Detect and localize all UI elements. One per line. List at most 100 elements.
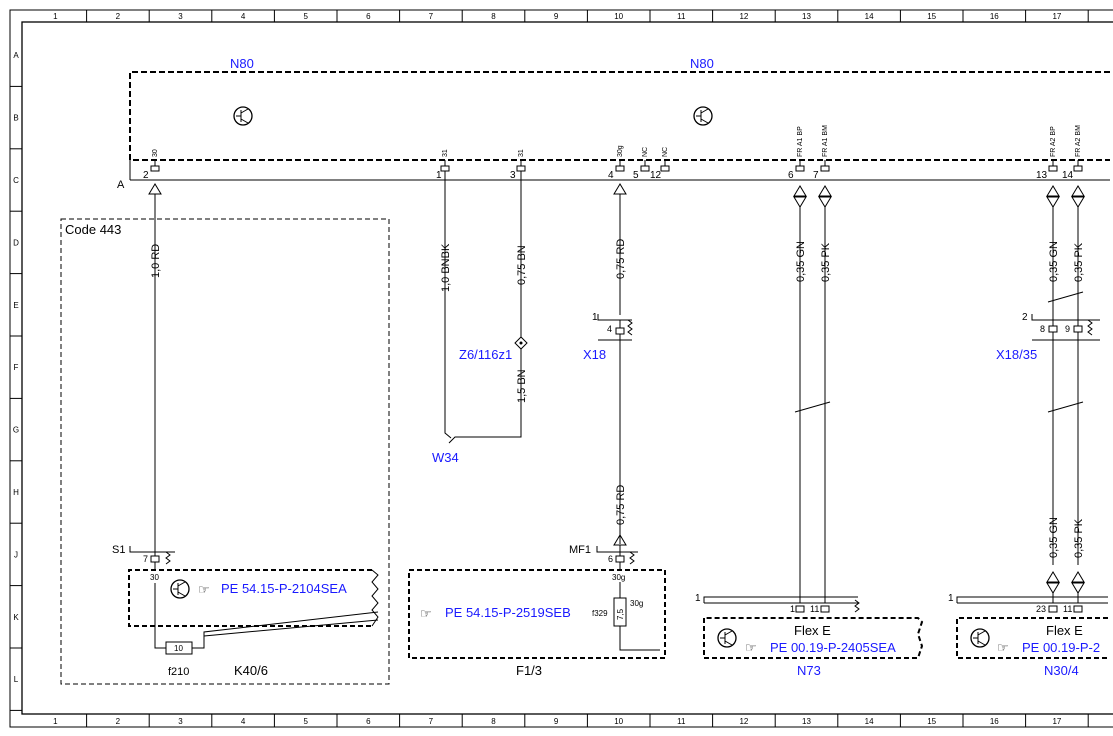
- pin-number: 13: [1036, 170, 1048, 181]
- grid-row-label: J: [14, 550, 18, 559]
- n73-ref: PE 00.19-P-2405SEA: [770, 640, 896, 655]
- wire-label-035pk-a: 0,35 PK: [820, 242, 832, 282]
- grid-col-label: 4: [241, 12, 246, 21]
- pin-number: 7: [813, 170, 819, 181]
- ecu-symbol-icon: [170, 579, 190, 599]
- x18-connector: [597, 314, 632, 341]
- k40-label: K40/6: [234, 663, 268, 678]
- pin-fr-a2-bm-label: FR A2 BM: [1075, 125, 1082, 157]
- k40-box: [128, 569, 372, 627]
- mf1-pin-30g-b: 30g: [630, 599, 643, 608]
- pointing-hand-icon: ☞: [745, 640, 757, 655]
- s1-label: S1: [112, 544, 125, 556]
- grid-row-label: F: [14, 363, 19, 372]
- grid-col-label: 5: [303, 12, 308, 21]
- n73-pin-1: 1: [790, 604, 795, 614]
- k40-ref: PE 54.15-P-2104SEA: [221, 581, 347, 596]
- pin-number: 5: [633, 170, 639, 181]
- ecu-symbol-icon: [233, 106, 253, 126]
- bidirectional-arrow-icon: [1071, 185, 1085, 208]
- grid-col-label: 12: [739, 717, 748, 726]
- grid-col-label: 1: [53, 717, 58, 726]
- wire-label-10bnbk: 1,0 BNBK: [440, 243, 452, 292]
- n30-pin-23: 23: [1036, 604, 1046, 614]
- wire-label-10rd: 1,0 RD: [150, 244, 162, 278]
- n30-pin-1-outer: 1: [948, 593, 954, 604]
- z6-label: Z6/116z1: [459, 347, 512, 362]
- n30-ref: PE 00.19-P-2: [1022, 640, 1100, 655]
- wire-label-035pk-b: 0,35 PK: [1073, 242, 1085, 282]
- n30-4-box: [956, 617, 1108, 659]
- wire-label-035pk-c: 0,35 PK: [1073, 518, 1085, 558]
- pointing-hand-icon: ☞: [198, 582, 210, 597]
- fuse-10-label: 10: [174, 644, 183, 653]
- grid-col-label: 8: [491, 717, 496, 726]
- n73-pin-1-outer: 1: [695, 593, 701, 604]
- pointing-hand-icon: ☞: [997, 640, 1009, 655]
- grid-row-label: L: [14, 675, 19, 684]
- twisted-pair-icon: [1047, 401, 1084, 413]
- grid-row-label: H: [13, 488, 19, 497]
- n73-label: N73: [797, 663, 821, 678]
- n80-label-right: N80: [690, 56, 714, 71]
- fuse-75-label: 7,5: [616, 608, 625, 620]
- grid-col-label: 8: [491, 12, 496, 21]
- connector-a-label: A: [117, 179, 125, 191]
- pin-30-label: 30: [152, 149, 159, 157]
- x18-pin-1: 1: [592, 312, 598, 323]
- resistor-zigzag-icon: [629, 551, 635, 565]
- x18-35-connector: [1031, 314, 1100, 341]
- pin-number: 4: [608, 170, 614, 181]
- mf1-label: MF1: [569, 544, 591, 556]
- grid-col-label: 14: [865, 717, 874, 726]
- resistor-zigzag-icon: [854, 599, 860, 613]
- grid-col-label: 15: [927, 717, 936, 726]
- bidirectional-arrow-icon: [818, 185, 832, 208]
- wire-15bn: [448, 349, 522, 444]
- ecu-symbol-icon: [717, 628, 737, 648]
- x18-pin-4: 4: [607, 324, 612, 334]
- pin-number: 14: [1062, 170, 1074, 181]
- arrow-up-icon: [148, 183, 162, 195]
- n73-connector: [703, 596, 858, 613]
- grid-col-label: 16: [990, 717, 999, 726]
- pointing-hand-icon: ☞: [420, 606, 432, 621]
- pin-number: 2: [143, 170, 149, 181]
- resistor-zigzag-icon: [627, 319, 633, 336]
- grid-col-label: 13: [802, 717, 811, 726]
- mf1-connector: [596, 545, 638, 570]
- n30-4-connector: [956, 596, 1108, 613]
- pin-fr-a2-bp-label: FR A2 BP: [1050, 126, 1057, 157]
- x18-label: X18: [583, 347, 606, 362]
- n80-label-left: N80: [230, 56, 254, 71]
- grid-col-label: 2: [116, 717, 121, 726]
- k40-box-edge: [371, 569, 379, 627]
- grid-col-label: 6: [366, 12, 371, 21]
- inner-frame: [21, 21, 1113, 715]
- grid-row-label: C: [13, 176, 19, 185]
- f1-3-label: F1/3: [516, 663, 542, 678]
- pin-number: 3: [510, 170, 516, 181]
- f1-3-box: [408, 569, 666, 659]
- grid-row-label: D: [13, 238, 19, 247]
- grid-row-label: B: [13, 114, 18, 123]
- bidirectional-arrow-icon: [793, 185, 807, 208]
- wire-label-035gn-c: 0,35 GN: [1048, 517, 1060, 558]
- grid-row-label: K: [13, 613, 19, 622]
- grid-col-label: 7: [429, 12, 434, 21]
- w34-label: W34: [432, 450, 459, 465]
- wire-label-075bn: 0,75 BN: [516, 245, 528, 285]
- wire-10bnbk: [444, 171, 452, 439]
- grid-col-label: 10: [614, 717, 623, 726]
- grid-col-label: 9: [554, 12, 559, 21]
- grid-col-label: 9: [554, 717, 559, 726]
- f210-label: f210: [168, 666, 189, 678]
- bidirectional-arrow-icon: [1071, 571, 1085, 594]
- f329-label: f329: [592, 609, 608, 618]
- pin-fr-a1-bp-label: FR A1 BP: [797, 126, 804, 157]
- grid-col-label: 17: [1052, 12, 1061, 21]
- arrow-up-icon: [613, 183, 627, 195]
- x18-35-pin-9: 9: [1065, 324, 1070, 334]
